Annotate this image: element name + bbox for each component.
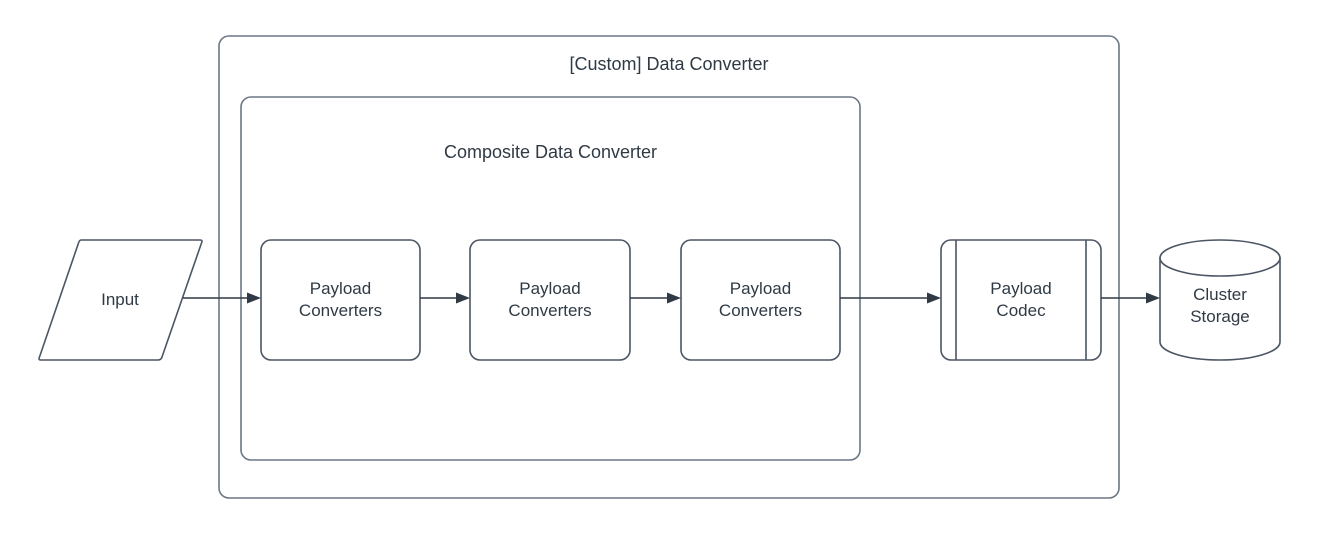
connector-payload-converters-1-to-2 <box>420 292 470 304</box>
connector-payload-converters-2-to-3 <box>630 292 681 304</box>
node-cluster-storage-shape[interactable] <box>1159 239 1281 361</box>
connector-input-to-payload-converters-1 <box>183 292 261 304</box>
connector-payload-codec-to-cluster-storage <box>1101 292 1160 304</box>
container-composite-data-converter[interactable] <box>240 96 861 461</box>
connector-payload-converters-3-to-payload-codec <box>840 292 941 304</box>
node-payload-converters-2-shape[interactable] <box>469 239 631 361</box>
node-payload-codec-shape[interactable] <box>940 239 1102 361</box>
container-custom-data-converter[interactable] <box>218 35 1120 499</box>
node-payload-converters-1-shape[interactable] <box>260 239 421 361</box>
node-input-shape[interactable] <box>38 239 203 361</box>
node-payload-converters-3-shape[interactable] <box>680 239 841 361</box>
